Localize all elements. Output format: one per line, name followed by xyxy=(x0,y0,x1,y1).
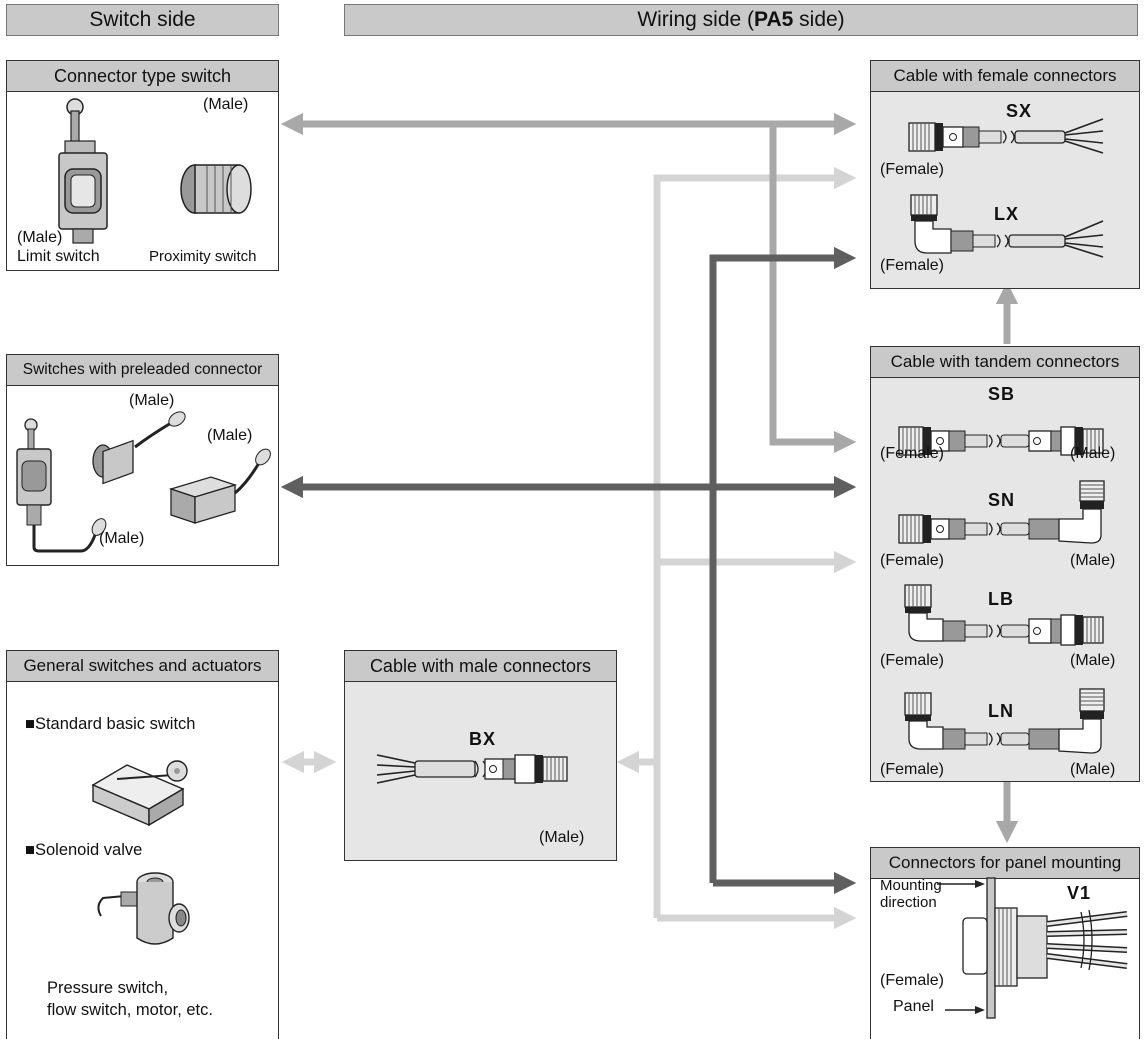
switch-side-header: Switch side xyxy=(6,4,279,36)
male-label: (Male) xyxy=(99,530,145,547)
mid-arrows xyxy=(280,112,1019,844)
male-cable-title: Cable with male connectors xyxy=(345,651,616,682)
male-label: (Male) xyxy=(129,392,175,409)
sx-code: SX xyxy=(1006,101,1033,121)
proximity-switch-icon xyxy=(180,164,252,214)
preleaded-connector-box: Switches with preleaded connector (Male)… xyxy=(6,354,279,566)
female-cable-box: Cable with female connectors SX (Female)… xyxy=(870,60,1140,289)
bx-cable-icon xyxy=(376,754,568,784)
female-label: (Female) xyxy=(880,652,945,669)
male-label: (Male) xyxy=(1070,552,1116,569)
lb-code: LB xyxy=(988,589,1014,609)
wiring-side-header: Wiring side (PA5 side) xyxy=(344,4,1138,36)
limit-switch-icon xyxy=(58,98,108,244)
bx-code: BX xyxy=(469,729,497,749)
female-cable-title: Cable with female connectors xyxy=(871,61,1139,92)
male-label: (Male) xyxy=(1070,445,1116,462)
male-label: (Male) xyxy=(1070,652,1116,669)
direction-label: direction xyxy=(880,894,937,911)
solenoid-valve-label: ■Solenoid valve xyxy=(25,841,143,859)
panel-mounting-title: Connectors for panel mounting xyxy=(871,848,1139,879)
male-label: (Male) xyxy=(17,229,63,246)
dark-arrows xyxy=(280,246,857,895)
basic-switch-icon xyxy=(91,760,188,827)
connector-type-switch-title: Connector type switch xyxy=(7,61,278,92)
limit-switch-label: Limit switch xyxy=(17,248,100,265)
male-cable-box: Cable with male connectors BX (Male) xyxy=(344,650,617,861)
male-label: (Male) xyxy=(539,829,585,846)
female-label: (Female) xyxy=(880,257,945,274)
sx-cable-icon xyxy=(908,118,1104,154)
standard-basic-switch-label: ■Standard basic switch xyxy=(25,715,196,733)
male-label: (Male) xyxy=(1070,761,1116,778)
female-label: (Female) xyxy=(880,761,945,778)
note-line-1: Pressure switch, xyxy=(47,979,169,997)
preleaded-switches-icon xyxy=(16,411,271,553)
v1-connector-icon xyxy=(937,877,1128,1019)
tandem-cable-title: Cable with tandem connectors xyxy=(871,347,1139,378)
lx-cable-icon xyxy=(910,194,1104,258)
sn-cable-icon xyxy=(898,480,1105,544)
mounting-label: Mounting xyxy=(880,877,942,894)
preleaded-connector-title: Switches with preleaded connector xyxy=(7,355,278,386)
note-line-2: flow switch, motor, etc. xyxy=(47,1001,213,1019)
general-switches-title: General switches and actuators xyxy=(7,651,278,682)
lx-code: LX xyxy=(994,204,1020,224)
light-arrows xyxy=(281,166,857,930)
female-label: (Female) xyxy=(880,972,945,989)
wiring-side-label: Wiring side (PA5 side) xyxy=(637,8,845,31)
v1-code: V1 xyxy=(1067,883,1092,903)
male-label: (Male) xyxy=(207,427,253,444)
female-label: (Female) xyxy=(880,161,945,178)
panel-mounting-box: Connectors for panel mounting V1 Mountin… xyxy=(870,847,1140,1039)
sb-cable-icon xyxy=(898,426,1104,456)
tandem-cable-box: Cable with tandem connectors SB (Female)… xyxy=(870,346,1140,782)
female-label: (Female) xyxy=(880,445,945,462)
switch-side-label: Switch side xyxy=(89,8,196,31)
general-switches-box: General switches and actuators ■Standard… xyxy=(6,650,279,1039)
panel-label: Panel xyxy=(893,998,934,1015)
sb-code: SB xyxy=(988,384,1016,404)
proximity-switch-label: Proximity switch xyxy=(149,248,257,265)
solenoid-valve-icon xyxy=(97,872,190,945)
ln-cable-icon xyxy=(904,688,1105,754)
ln-code: LN xyxy=(988,701,1014,721)
sn-code: SN xyxy=(988,490,1016,510)
lb-cable-icon xyxy=(904,584,1104,646)
connector-type-switch-box: Connector type switch (Male) (Male) Limi… xyxy=(6,60,279,271)
male-label: (Male) xyxy=(203,96,249,113)
female-label: (Female) xyxy=(880,552,945,569)
